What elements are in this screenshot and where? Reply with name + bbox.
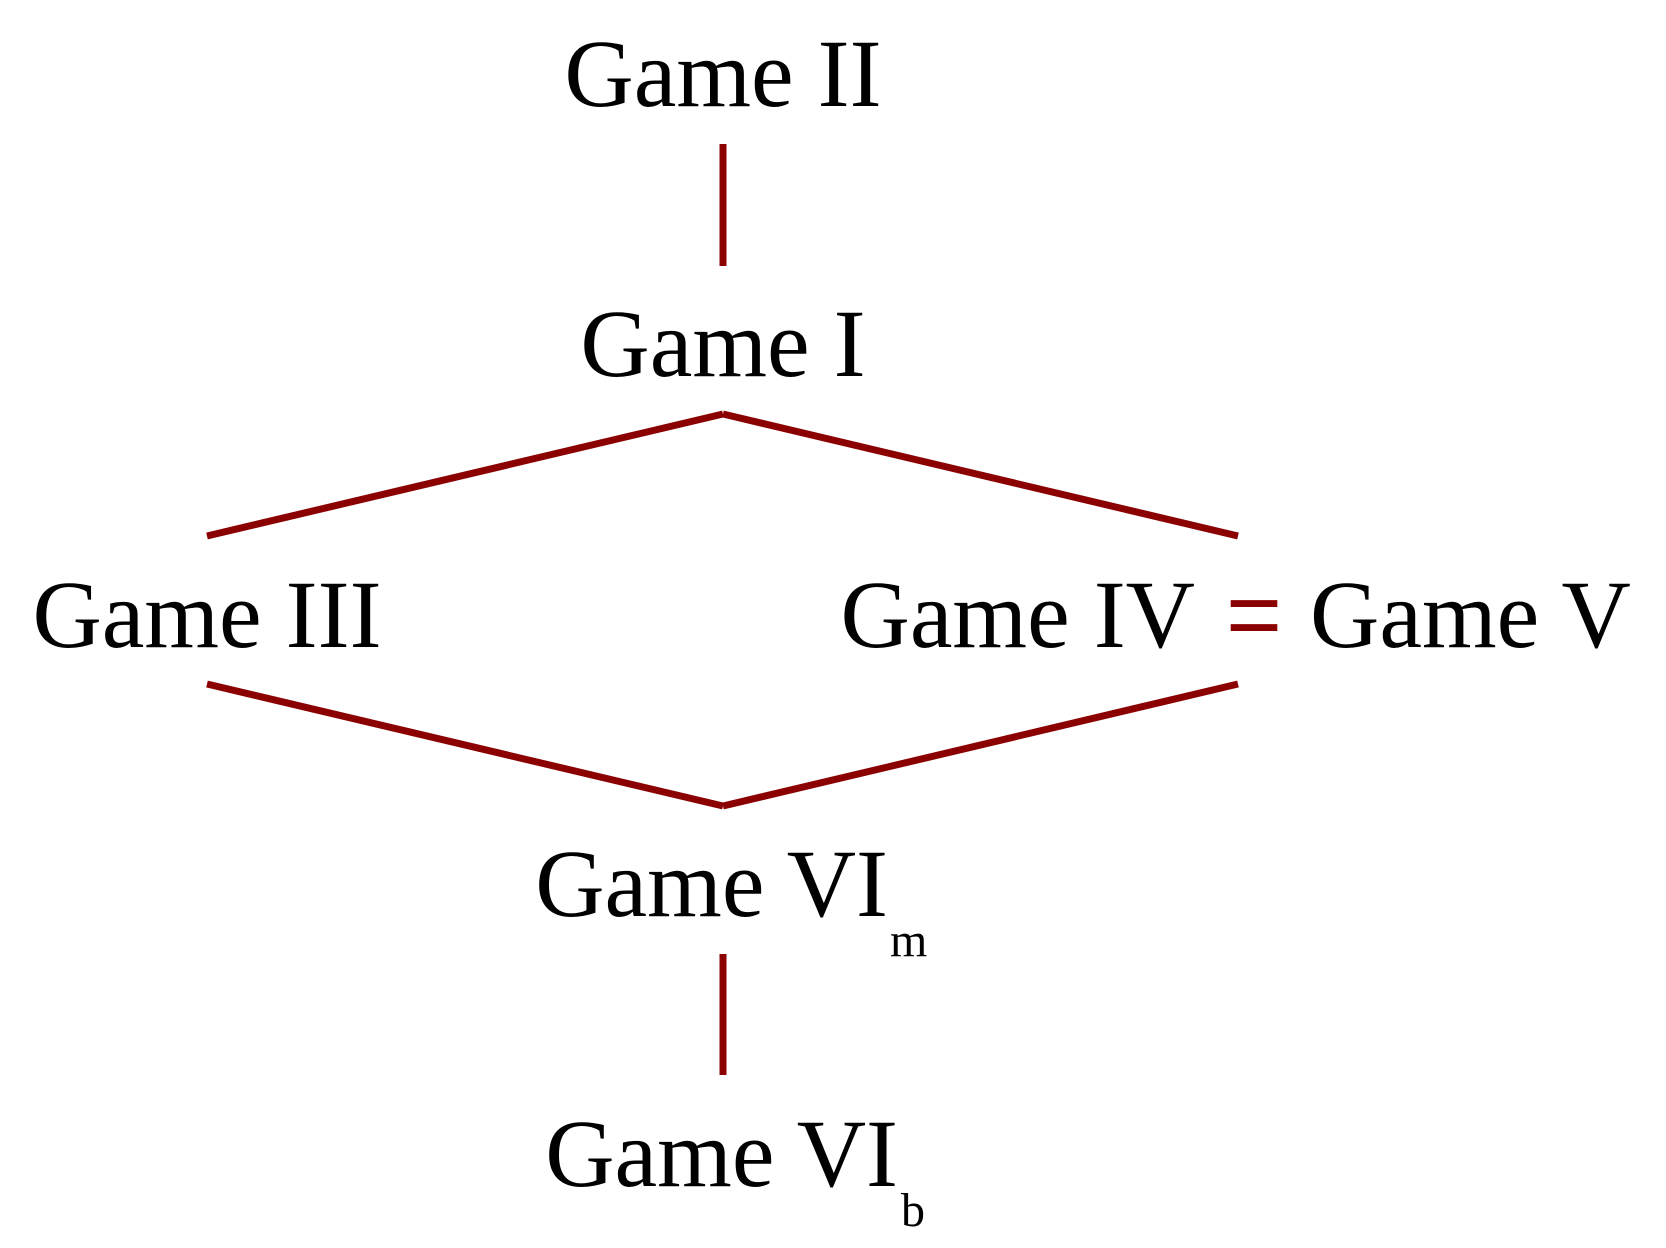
- edge-game-iv-to-game-vi-m: [722, 680, 1239, 810]
- node-game-iii: Game III: [32, 561, 381, 668]
- node-game-v: Game V: [1310, 561, 1631, 668]
- node-game-ii: Game II: [564, 20, 881, 127]
- edge-game-iii-to-game-vi-m: [206, 680, 724, 810]
- node-game-vi-m-subscript: m: [890, 914, 927, 967]
- node-game-vi-b: Game VI: [545, 1100, 898, 1207]
- node-game-i: Game I: [580, 290, 865, 397]
- edge-game-i-to-game-iv: [722, 410, 1239, 540]
- equals-sign: =: [1226, 561, 1282, 668]
- node-game-vi-b-subscript: b: [901, 1184, 925, 1237]
- node-game-vi-m: Game VI: [535, 830, 888, 937]
- node-game-iv: Game IV: [840, 561, 1195, 668]
- edge-game-i-to-game-iii: [206, 410, 724, 540]
